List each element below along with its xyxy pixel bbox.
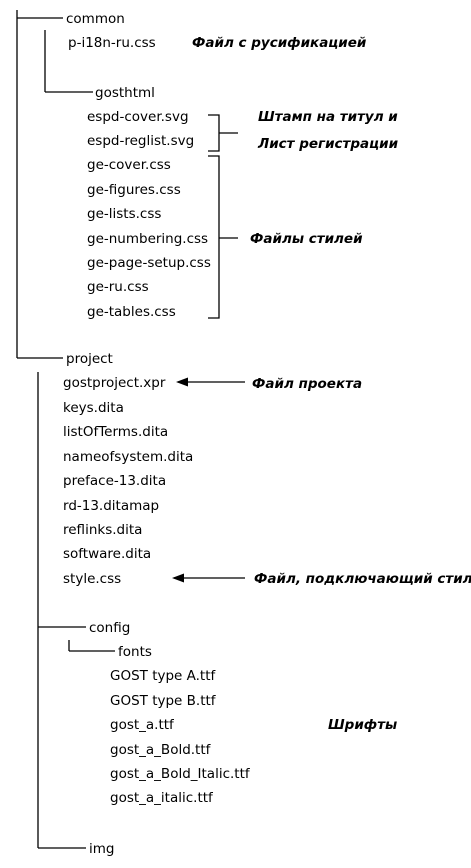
tree-labels: common p-i18n-ru.css gosthtml espd-cover… — [63, 11, 251, 857]
annotation-stamp-line2: Лист регистрации — [257, 136, 399, 152]
file-project-4: preface-13.dita — [63, 473, 166, 489]
file-gosthtml-2: ge-cover.css — [87, 157, 171, 173]
file-font-0: GOST type A.ttf — [110, 668, 217, 684]
annotations: Файл с русификацией Штамп на титул и Лис… — [192, 35, 471, 733]
annotation-fonts: Шрифты — [328, 717, 397, 733]
file-project-3: nameofsystem.dita — [63, 449, 193, 465]
annotation-style-file: Файл, подключающий стили — [254, 571, 471, 587]
file-font-4: gost_a_Bold_Italic.ttf — [110, 766, 251, 782]
annotation-styles: Файлы стилей — [250, 231, 363, 247]
file-gosthtml-8: ge-tables.css — [87, 304, 176, 320]
annotation-project-file: Файл проекта — [252, 376, 362, 392]
file-font-5: gost_a_italic.ttf — [110, 790, 214, 806]
file-project-1: keys.dita — [63, 400, 124, 416]
folder-gosthtml: gosthtml — [95, 85, 155, 101]
file-gosthtml-5: ge-numbering.css — [87, 231, 208, 247]
file-font-2: gost_a.ttf — [110, 717, 175, 733]
file-gosthtml-7: ge-ru.css — [87, 279, 149, 295]
file-project-7: software.dita — [63, 546, 151, 562]
file-font-1: GOST type B.ttf — [110, 693, 217, 709]
file-gosthtml-1: espd-reglist.svg — [87, 133, 194, 149]
file-font-3: gost_a_Bold.ttf — [110, 742, 212, 758]
folder-project: project — [66, 351, 113, 367]
file-gosthtml-3: ge-figures.css — [87, 182, 181, 198]
annotation-rus: Файл с русификацией — [192, 35, 367, 51]
file-gosthtml-6: ge-page-setup.css — [87, 255, 211, 271]
file-gosthtml-4: ge-lists.css — [87, 206, 161, 222]
folder-common: common — [66, 11, 125, 27]
tree-connectors — [16, 10, 245, 849]
folder-img: img — [89, 841, 114, 857]
file-gosthtml-0: espd-cover.svg — [87, 109, 189, 125]
file-project-8: style.css — [63, 571, 121, 587]
file-project-5: rd-13.ditamap — [63, 498, 159, 514]
annotation-stamp-line1: Штамп на титул и — [258, 109, 398, 125]
file-project-0: gostproject.xpr — [63, 375, 166, 391]
folder-fonts: fonts — [118, 644, 152, 660]
file-rus-css: p-i18n-ru.css — [68, 35, 156, 51]
folder-config: config — [89, 620, 130, 636]
file-project-2: listOfTerms.dita — [63, 424, 168, 440]
file-project-6: reflinks.dita — [63, 522, 142, 538]
